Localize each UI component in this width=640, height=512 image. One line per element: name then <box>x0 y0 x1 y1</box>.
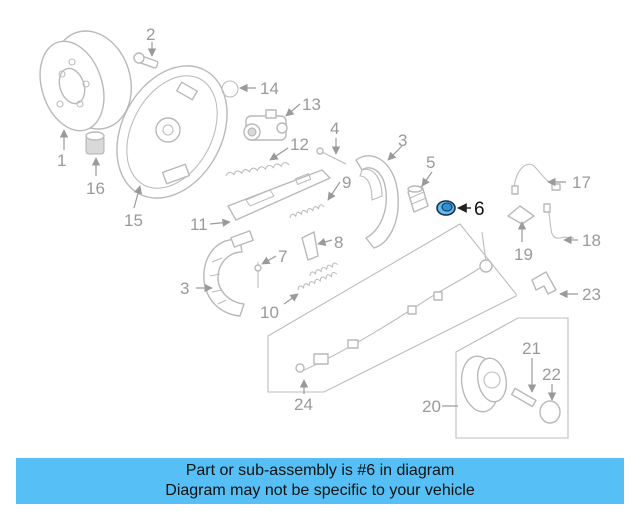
brake-drum[interactable] <box>29 21 143 140</box>
brake-strut[interactable] <box>227 169 331 221</box>
callout-24: 24 <box>294 395 313 414</box>
callout-3-upper: 3 <box>398 131 407 150</box>
dust-boot[interactable] <box>407 185 429 213</box>
hub-assembly-box[interactable] <box>455 317 569 439</box>
brake-shoe-lower[interactable] <box>203 230 254 317</box>
mounting-bracket[interactable] <box>531 271 557 295</box>
callout-11: 11 <box>190 215 208 234</box>
callout-16: 16 <box>86 179 105 198</box>
callout-15: 15 <box>124 211 143 230</box>
callout-17: 17 <box>572 173 591 192</box>
callout-2: 2 <box>146 25 155 44</box>
lower-spring[interactable] <box>297 262 339 291</box>
callout-8: 8 <box>334 233 343 252</box>
hold-down-pin[interactable] <box>254 262 262 288</box>
hose-bracket[interactable] <box>507 205 535 225</box>
banner-line-disclaimer: Diagram may not be specific to your vehi… <box>165 482 475 499</box>
plug-part[interactable] <box>85 131 105 155</box>
info-banner: Part or sub-assembly is #6 in diagram Di… <box>16 458 624 504</box>
callout-1: 1 <box>57 151 66 170</box>
leader-lines <box>59 42 578 407</box>
callout-12: 12 <box>290 135 309 154</box>
callout-21: 21 <box>522 339 541 358</box>
callout-22: 22 <box>542 365 561 384</box>
banner-line-part: Part or sub-assembly is #6 in diagram <box>185 462 455 479</box>
brake-shoe-upper[interactable] <box>355 155 399 249</box>
highlighted-part-6[interactable] <box>436 200 471 216</box>
callout-5: 5 <box>426 153 435 172</box>
backing-plate[interactable] <box>95 47 249 218</box>
callout-4: 4 <box>330 119 339 138</box>
drum-screw[interactable] <box>133 52 159 69</box>
callout-7: 7 <box>278 247 287 266</box>
callout-18: 18 <box>582 231 601 250</box>
callout-3-lower: 3 <box>180 279 189 298</box>
callout-13: 13 <box>302 95 321 114</box>
callout-20: 20 <box>422 397 441 416</box>
callout-9: 9 <box>342 173 351 192</box>
callout-19: 19 <box>514 245 533 264</box>
callout-labels: 1 2 3 3 4 5 6 7 8 9 10 11 12 13 14 15 16… <box>57 25 601 416</box>
wheel-cylinder[interactable] <box>243 109 288 141</box>
callout-23: 23 <box>582 285 601 304</box>
callout-6: 6 <box>474 199 485 220</box>
adjuster-pin[interactable] <box>316 147 347 165</box>
sensor-assembly-box[interactable] <box>267 223 517 393</box>
callout-10: 10 <box>260 303 279 322</box>
return-spring-upper[interactable] <box>225 162 290 177</box>
callout-14: 14 <box>260 79 279 98</box>
clip-ring[interactable] <box>221 80 239 98</box>
parts-diagram: 1 2 3 3 4 5 6 7 8 9 10 11 12 13 14 15 16… <box>29 21 601 439</box>
adjuster-spring[interactable] <box>289 204 325 219</box>
brake-hose[interactable] <box>511 163 561 195</box>
adjuster-lever[interactable] <box>301 231 319 261</box>
brake-line[interactable] <box>543 203 575 239</box>
